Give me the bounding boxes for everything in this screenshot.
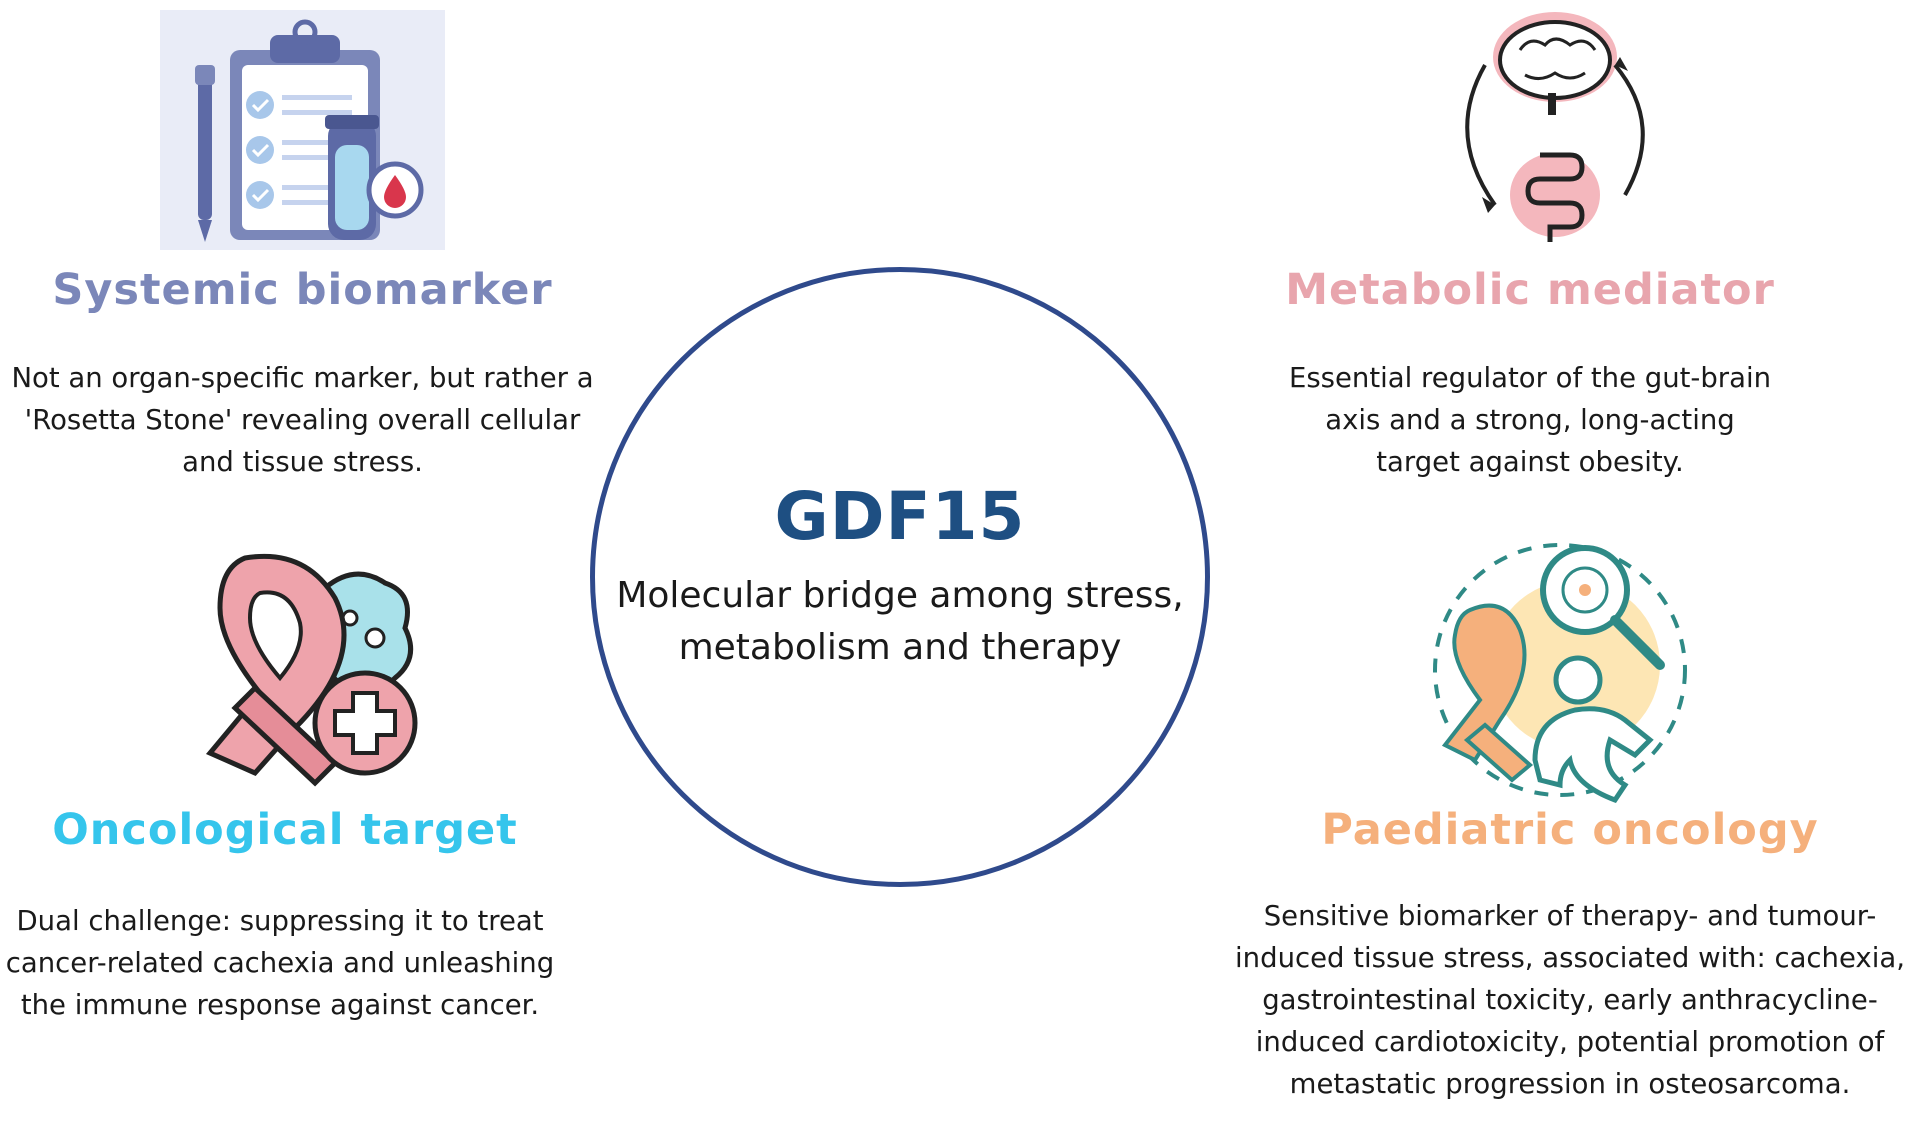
paediatric-oncology-icon [1410,530,1700,810]
metabolic-text: Essential regulator of the gut-brain axi… [1288,362,1772,478]
cancer-ribbon-icon [175,548,430,788]
center-subtitle: Molecular bridge among stress, metabolis… [616,575,1184,668]
biomarker-text: Not an organ-specific marker, but rather… [11,362,594,478]
center-title: GDF15 [774,478,1026,555]
metabolic-heading: Metabolic mediator [1285,265,1775,315]
center-circle [590,267,1210,887]
paediatric-text: Sensitive biomarker of therapy- and tumo… [1235,900,1905,1100]
clipboard-test-icon [160,10,445,250]
oncology-text: Dual challenge: suppressing it to treat … [5,905,555,1021]
oncology-heading: Oncological target [52,805,518,855]
gut-brain-axis-icon [1440,5,1670,255]
biomarker-heading: Systemic biomarker [52,265,553,315]
paediatric-heading: Paediatric oncology [1321,805,1819,855]
